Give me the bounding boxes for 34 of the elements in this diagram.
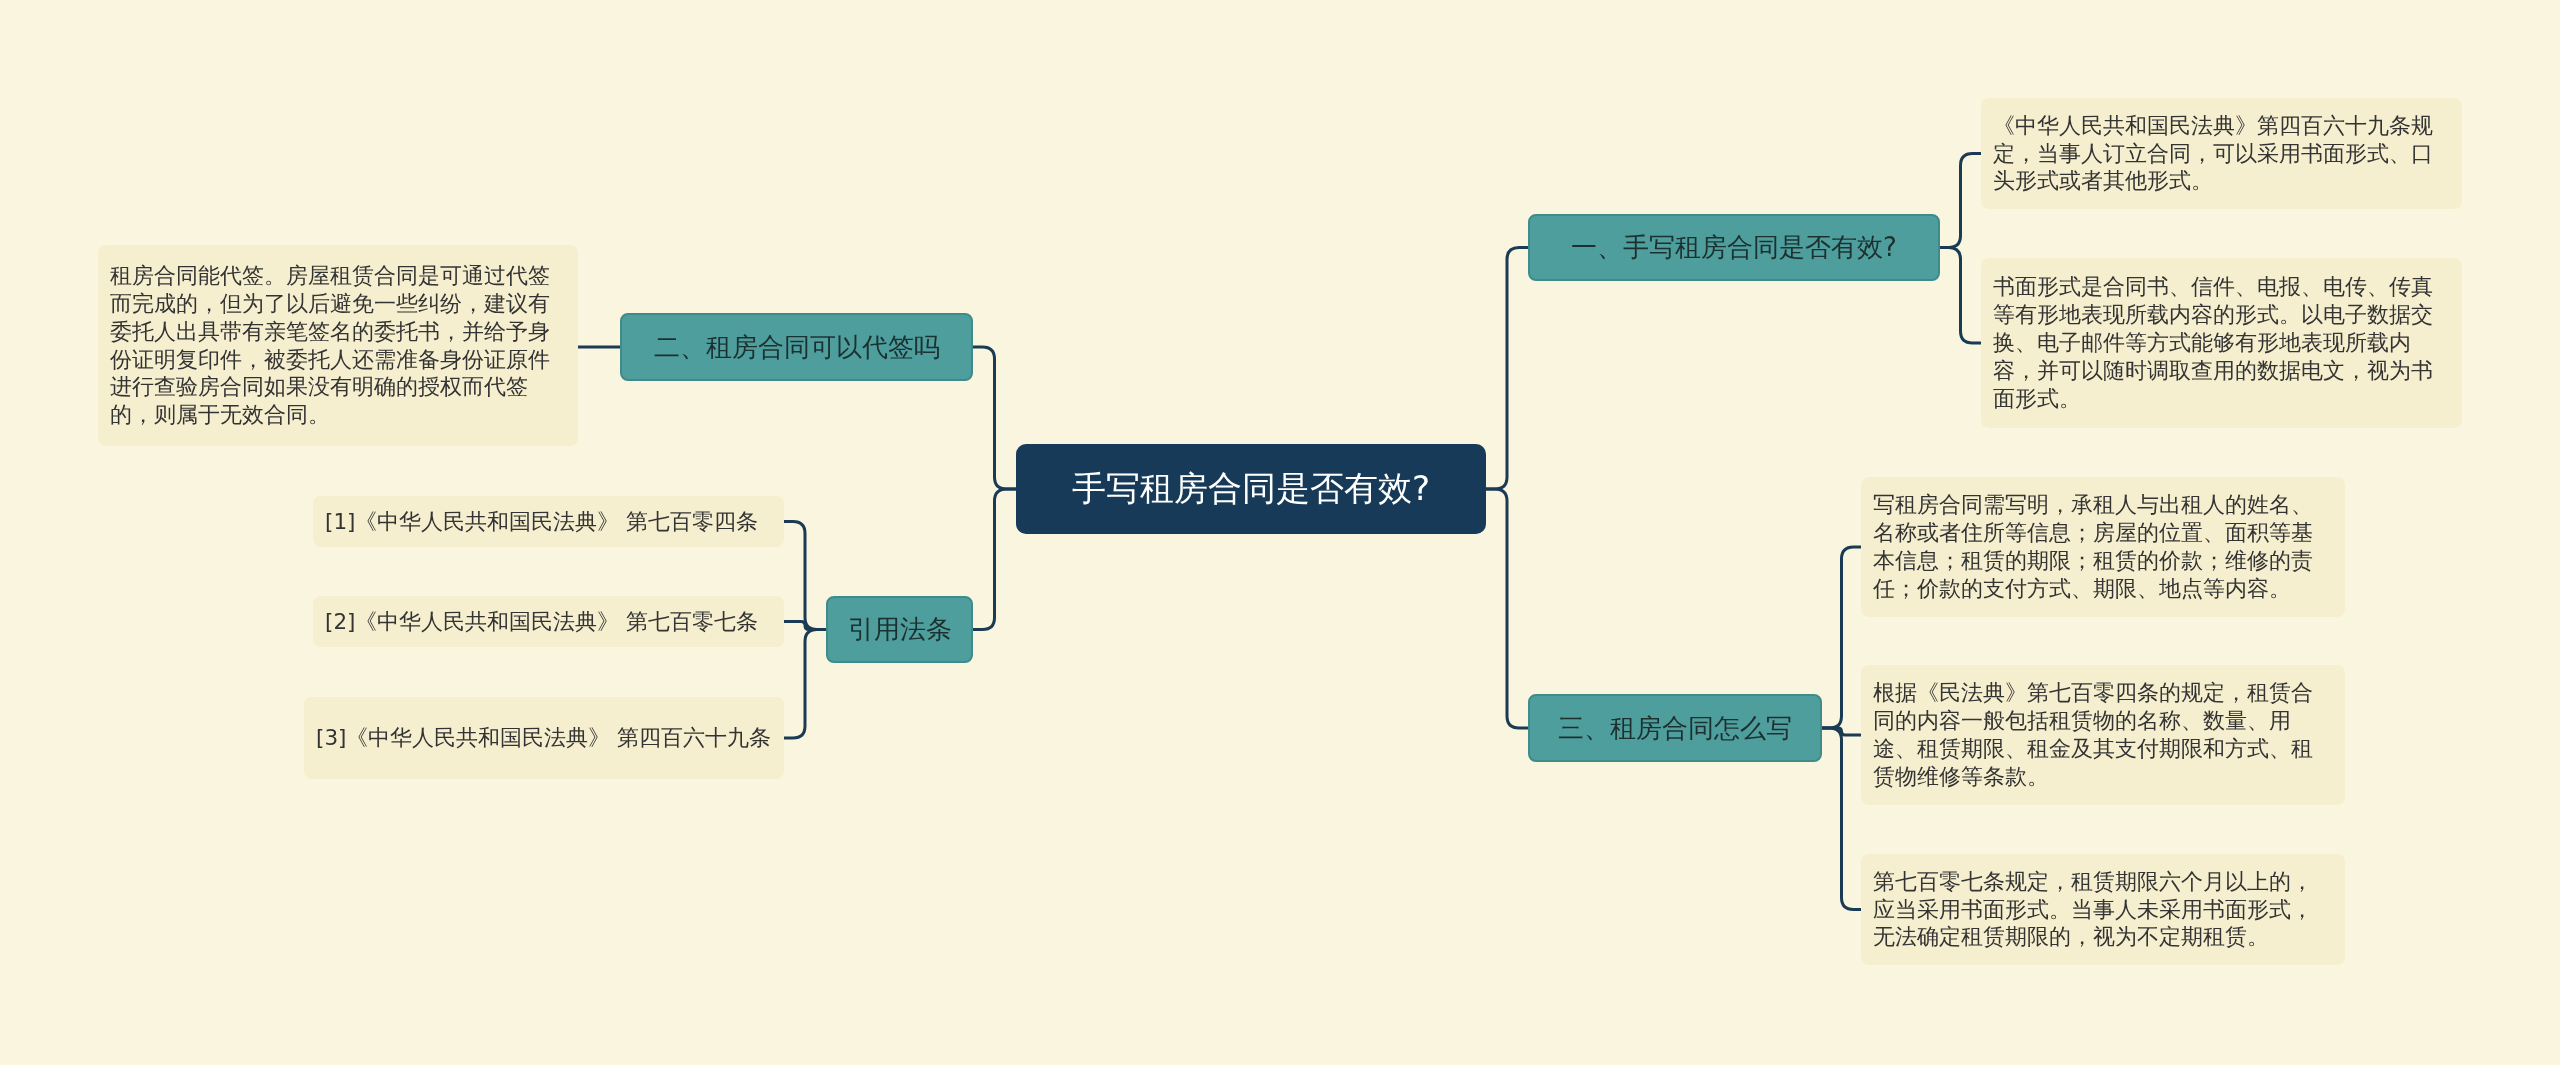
connector-line — [1940, 246, 1981, 345]
topic-text: 根据《民法典》第七百零四条的规定，租赁合同的内容一般包括租赁物的名称、数量、用途、租赁期限、租金及其支付期限和方式、租赁物维修等条款。 — [1873, 679, 2314, 791]
note-box — [1981, 258, 2462, 428]
topic-text: 三、租房合同怎么写 — [1558, 711, 1792, 745]
topic-text: 引用法条 — [847, 613, 952, 646]
topic-text: 租房合同能代签。房屋租赁合同是可通过代签而完成的，但为了以后避免一些纠纷，建议有委托人出具带有亲笔签名的委托书，并给予身份证明复印件，被委托人还需准备身份证原件进行查验房合同如果没有明确的授权而代签的，则属于无效合同。 — [110, 261, 551, 430]
note-box — [1861, 665, 2345, 805]
topic-text: [3]《中华人民共和国民法典》 第四百六十九条 — [316, 724, 772, 752]
topic-text: [2]《中华人民共和国民法典》 第七百零七条 — [325, 607, 759, 636]
connector-line — [784, 628, 826, 740]
note-box — [1861, 477, 2345, 617]
note-box — [98, 245, 578, 446]
topic-text: 书面形式是合同书、信件、电报、电传、传真等有形地表现所载内容的形式。以电子数据交换、电子邮件等方式能够有形地表现所载内容，并可以随时调取查用的数据电文，视为书面形式。 — [1993, 273, 2434, 413]
topic-box — [620, 313, 973, 381]
connector-line — [973, 487, 1016, 631]
connector-line — [1822, 726, 1861, 911]
note-box — [304, 697, 784, 779]
topic-text: 《中华人民共和国民法典》第四百六十九条规定，当事人订立合同，可以采用书面形式、口头形式或者其他形式。 — [1993, 111, 2434, 196]
topic-text: [1]《中华人民共和国民法典》 第七百零四条 — [325, 507, 759, 536]
topic-text: 写租房合同需写明，承租人与出租人的姓名、名称或者住所等信息；房屋的位置、面积等基本信息；租赁的期限；租赁的价款；维修的责任；价款的支付方式、期限、地点等内容。 — [1873, 491, 2314, 603]
topic-box — [826, 596, 973, 663]
note-box — [1861, 854, 2345, 965]
topic-box — [1528, 694, 1822, 762]
note-box — [313, 596, 784, 647]
connector-line — [578, 345, 620, 349]
topic-box — [1528, 214, 1940, 281]
topic-text: 手写租房合同是否有效? — [1071, 467, 1430, 510]
note-box — [313, 496, 784, 547]
note-box — [1981, 98, 2462, 209]
topic-text: 第七百零七条规定，租赁期限六个月以上的，应当采用书面形式。当事人未采用书面形式，无法确定租赁期限的，视为不定期租赁。 — [1873, 867, 2314, 952]
connector-line — [1486, 487, 1528, 730]
topic-text: 二、租房合同可以代签吗 — [653, 330, 940, 364]
central-topic — [1016, 444, 1486, 534]
topic-text: 一、手写租房合同是否有效? — [1571, 231, 1897, 264]
